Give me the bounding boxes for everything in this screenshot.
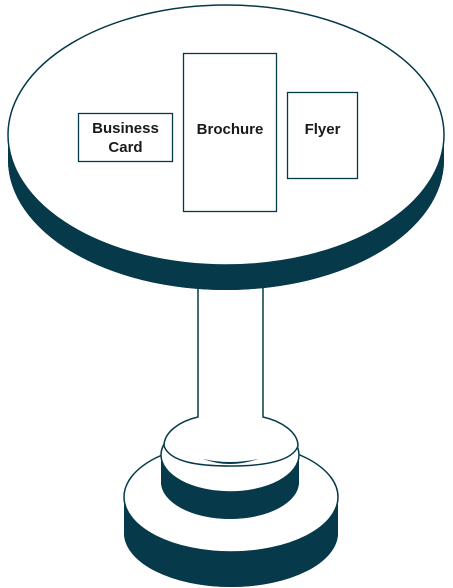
flyer-label: Flyer: [305, 121, 341, 138]
brochure-item: Brochure: [182, 52, 278, 213]
column-body: [163, 282, 299, 467]
business-card-label-line2: Card: [108, 139, 142, 156]
business-card-item: Business Card: [77, 112, 174, 163]
business-card-label-line1: Business: [92, 120, 159, 137]
business-card-outline: [77, 112, 174, 163]
brochure-outline: [182, 52, 278, 213]
brochure-label: Brochure: [197, 121, 264, 138]
column-foot-highlight: [203, 459, 258, 464]
flyer-item: Flyer: [286, 91, 359, 180]
flyer-outline: [286, 91, 359, 180]
table-column: [163, 278, 299, 467]
